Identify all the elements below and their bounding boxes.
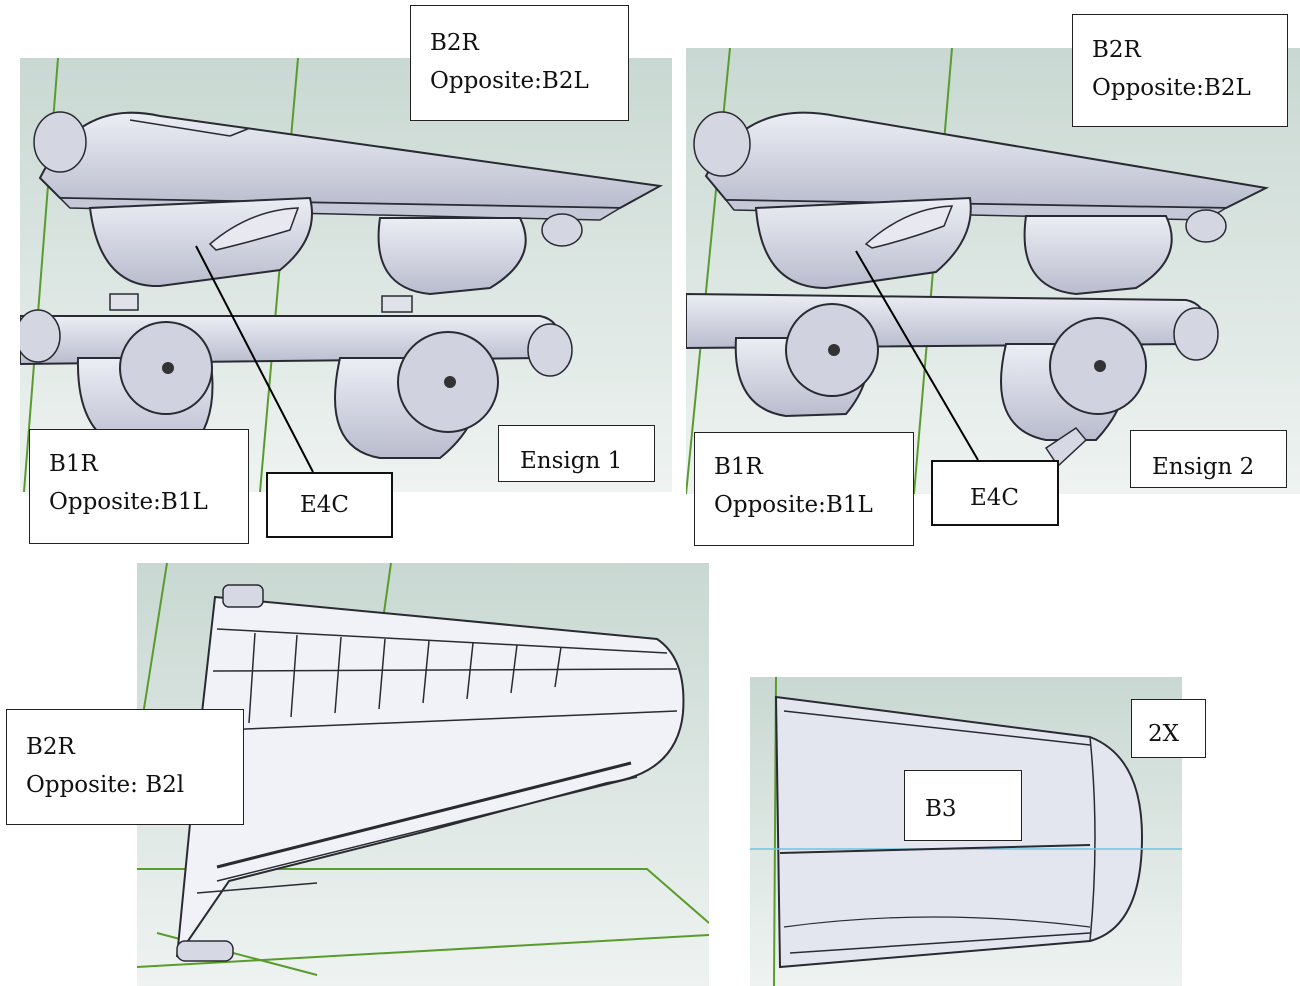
label-b3: B3 — [904, 770, 1022, 841]
callout-e4c-2: E4C — [931, 460, 1059, 526]
label-ensign-1: Ensign 1 — [498, 425, 655, 482]
render-ensign-1 — [20, 58, 672, 492]
label-b1r-ensign-1: B1R Opposite:B1L — [29, 429, 249, 544]
label-part-id: B1R — [714, 454, 763, 480]
label-opposite: Opposite: B2l — [26, 772, 185, 798]
callout-e4c-1: E4C — [266, 472, 393, 538]
render-ensign-2 — [686, 48, 1300, 494]
cad-render-ensign-1 — [20, 58, 672, 492]
label-part-id: B2R — [1092, 37, 1141, 63]
label-opposite: Opposite:B2L — [430, 68, 589, 94]
label-quantity-2x: 2X — [1131, 699, 1206, 758]
label-opposite: Opposite:B2L — [1092, 75, 1251, 101]
label-part-id: B2R — [26, 734, 75, 760]
label-b2r-top-view: B2R Opposite: B2l — [6, 709, 244, 825]
label-opposite: Opposite:B1L — [49, 489, 208, 515]
label-b2r-ensign-1: B2R Opposite:B2L — [410, 5, 629, 121]
cad-render-ensign-2 — [686, 48, 1300, 494]
label-ensign-2: Ensign 2 — [1130, 430, 1287, 488]
label-b1r-ensign-2: B1R Opposite:B1L — [694, 432, 914, 546]
label-part-id: B2R — [430, 30, 479, 56]
label-b2r-ensign-2: B2R Opposite:B2L — [1072, 14, 1288, 127]
label-part-id: B1R — [49, 451, 98, 477]
label-opposite: Opposite:B1L — [714, 492, 873, 518]
